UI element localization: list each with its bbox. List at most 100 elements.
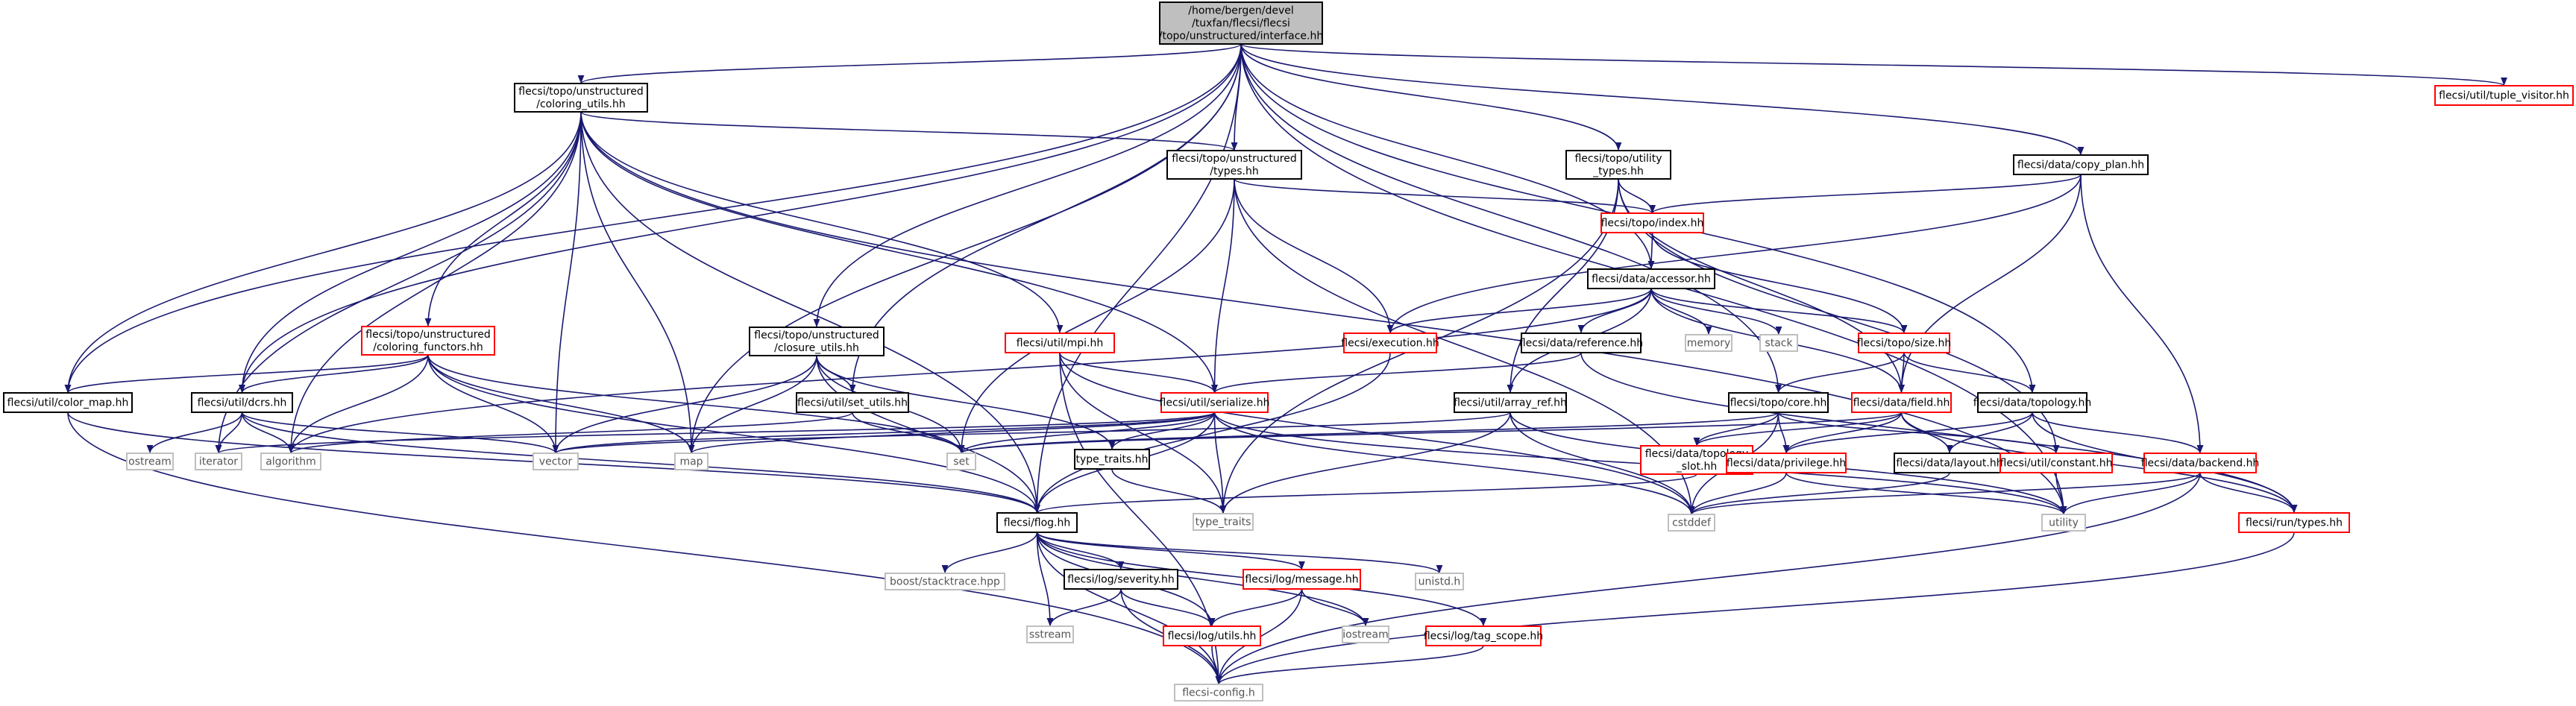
node-label-color_map-0: flecsi/util/color_map.hh bbox=[7, 397, 129, 409]
edge-severity-to-log_utils bbox=[1120, 588, 1216, 627]
node-privilege[interactable]: flecsi/data/privilege.hh bbox=[1726, 453, 1847, 473]
node-color_map[interactable]: flecsi/util/color_map.hh bbox=[3, 392, 133, 413]
node-box-field bbox=[1851, 392, 1952, 413]
node-set[interactable]: set bbox=[946, 453, 976, 470]
node-label-coloring_functors-1: /coloring_functors.hh bbox=[373, 341, 483, 353]
node-utility_types[interactable]: flecsi/topo/utility_types.hh bbox=[1565, 150, 1671, 180]
node-layer: /home/bergen/devel/tuxfan/flecsi/flecsi/… bbox=[3, 1, 2574, 702]
node-message[interactable]: flecsi/log/message.hh bbox=[1243, 569, 1361, 590]
edge-topo_size-to-topo_core bbox=[1775, 352, 1905, 394]
edge-topo_core-to-privilege bbox=[1777, 412, 1790, 454]
node-box-privilege bbox=[1726, 453, 1847, 473]
node-unstr_types[interactable]: flecsi/topo/unstructured/types.hh bbox=[1166, 150, 1302, 180]
node-box-log_utils bbox=[1163, 625, 1261, 646]
node-label-algorithm-0: algorithm bbox=[266, 456, 316, 468]
node-label-tag_scope-0: flecsi/log/tag_scope.hh bbox=[1424, 631, 1543, 643]
edge-closure_utils-to-map bbox=[688, 355, 817, 454]
node-utility[interactable]: utility bbox=[2041, 514, 2086, 532]
edge-flog-to-sstream bbox=[1036, 532, 1054, 627]
node-map[interactable]: map bbox=[674, 453, 709, 470]
node-run_types[interactable]: flecsi/run/types.hh bbox=[2238, 512, 2350, 533]
node-label-message-0: flecsi/log/message.hh bbox=[1245, 574, 1358, 586]
node-topo_core[interactable]: flecsi/topo/core.hh bbox=[1728, 392, 1829, 413]
node-box-set_utils bbox=[796, 392, 909, 413]
node-box-ostream bbox=[126, 453, 174, 470]
edge-topo_core-to-set bbox=[958, 412, 1779, 454]
node-data_topology[interactable]: flecsi/data/topology.hh bbox=[1973, 392, 2092, 413]
node-copy_plan[interactable]: flecsi/data/copy_plan.hh bbox=[2013, 154, 2149, 175]
node-label-flog-0: flecsi/flog.hh bbox=[1004, 517, 1071, 529]
edge-topo_index-to-topo_size bbox=[1651, 232, 1908, 334]
node-box-dcrs bbox=[191, 392, 293, 413]
node-iostream[interactable]: iostream bbox=[1342, 625, 1389, 643]
node-label-log_utils-0: flecsi/log/utils.hh bbox=[1168, 631, 1257, 643]
node-box-vector bbox=[533, 453, 579, 470]
node-sstream[interactable]: sstream bbox=[1026, 625, 1074, 643]
node-log_utils[interactable]: flecsi/log/utils.hh bbox=[1163, 625, 1261, 646]
node-iterator[interactable]: iterator bbox=[195, 453, 242, 470]
node-boost_stacktrace[interactable]: boost/stacktrace.hpp bbox=[885, 573, 1005, 590]
node-box-run_types bbox=[2238, 512, 2350, 533]
node-type_traits_hh[interactable]: type_traits.hh bbox=[1074, 449, 1150, 470]
node-label-stack-0: stack bbox=[1765, 338, 1793, 350]
node-flog[interactable]: flecsi/flog.hh bbox=[996, 512, 1078, 533]
edge-topo_size-to-field bbox=[1898, 352, 1905, 394]
node-constant[interactable]: flecsi/util/constant.hh bbox=[1999, 453, 2113, 473]
edge-coloring_utils-to-utility bbox=[580, 111, 2067, 515]
node-array_ref[interactable]: flecsi/util/array_ref.hh bbox=[1454, 392, 1567, 413]
node-execution[interactable]: flecsi/execution.hh bbox=[1341, 332, 1439, 353]
node-dcrs[interactable]: flecsi/util/dcrs.hh bbox=[191, 392, 293, 413]
node-algorithm[interactable]: algorithm bbox=[260, 453, 321, 470]
node-mpi[interactable]: flecsi/util/mpi.hh bbox=[1005, 332, 1115, 353]
node-topo_size[interactable]: flecsi/topo/size.hh bbox=[1857, 332, 1952, 353]
node-severity[interactable]: flecsi/log/severity.hh bbox=[1064, 569, 1178, 590]
node-cstddef[interactable]: cstddef bbox=[1668, 514, 1715, 532]
node-label-utility-0: utility bbox=[2049, 517, 2079, 529]
node-label-set_utils-0: flecsi/util/set_utils.hh bbox=[797, 397, 908, 409]
node-serialize[interactable]: flecsi/util/serialize.hh bbox=[1160, 392, 1270, 413]
node-layout[interactable]: flecsi/data/layout.hh bbox=[1894, 453, 2005, 473]
node-ostream[interactable]: ostream bbox=[126, 453, 174, 470]
edge-serialize-to-utility bbox=[1213, 412, 2067, 515]
node-accessor[interactable]: flecsi/data/accessor.hh bbox=[1587, 268, 1715, 289]
node-label-data_topology-0: flecsi/data/topology.hh bbox=[1973, 397, 2092, 409]
node-backend[interactable]: flecsi/data/backend.hh bbox=[2141, 453, 2260, 473]
node-flecsi_config[interactable]: flecsi-config.h bbox=[1174, 684, 1263, 702]
node-label-iterator-0: iterator bbox=[199, 456, 238, 468]
node-memory[interactable]: memory bbox=[1685, 334, 1732, 352]
node-label-mpi-0: flecsi/util/mpi.hh bbox=[1017, 338, 1104, 350]
edge-flog-to-message bbox=[1036, 532, 1305, 570]
node-vector[interactable]: vector bbox=[533, 453, 579, 470]
edge-backend-to-flecsi_config bbox=[1215, 472, 2201, 685]
node-label-topo_index-0: flecsi/topo/index.hh bbox=[1601, 218, 1704, 230]
node-coloring_functors[interactable]: flecsi/topo/unstructured/coloring_functo… bbox=[361, 326, 495, 356]
edge-coloring_utils-to-map bbox=[580, 111, 695, 454]
edge-coloring_utils-to-color_map bbox=[64, 111, 582, 394]
node-box-type_traits_hh bbox=[1074, 449, 1150, 470]
node-topo_index[interactable]: flecsi/topo/index.hh bbox=[1600, 212, 1704, 233]
node-field[interactable]: flecsi/data/field.hh bbox=[1851, 392, 1952, 413]
node-label-flecsi_config-0: flecsi-config.h bbox=[1182, 687, 1255, 699]
node-tuple_visitor[interactable]: flecsi/util/tuple_visitor.hh bbox=[2434, 85, 2574, 106]
edge-type_traits_hh-to-type_traits bbox=[1111, 468, 1227, 514]
edge-coloring_utils-to-coloring_functors bbox=[424, 111, 582, 327]
node-tag_scope[interactable]: flecsi/log/tag_scope.hh bbox=[1424, 625, 1543, 646]
node-unistd[interactable]: unistd.h bbox=[1415, 573, 1464, 590]
node-type_traits[interactable]: type_traits bbox=[1193, 513, 1254, 531]
node-label-coloring_functors-0: flecsi/topo/unstructured bbox=[365, 329, 490, 341]
node-stack[interactable]: stack bbox=[1759, 334, 1798, 352]
node-box-coloring_functors bbox=[361, 326, 495, 356]
node-closure_utils[interactable]: flecsi/topo/unstructured/closure_utils.h… bbox=[749, 327, 885, 356]
edge-flog-to-iostream bbox=[1036, 532, 1369, 627]
node-label-execution-0: flecsi/execution.hh bbox=[1341, 338, 1439, 350]
node-label-unistd-0: unistd.h bbox=[1419, 576, 1461, 588]
node-coloring_utils[interactable]: flecsi/topo/unstructured/coloring_utils.… bbox=[514, 83, 648, 113]
edge-serialize-to-type_traits_hh bbox=[1108, 412, 1216, 450]
node-reference[interactable]: flecsi/data/reference.hh bbox=[1519, 332, 1643, 353]
edge-coloring_utils-to-dcrs bbox=[239, 111, 582, 394]
node-root[interactable]: /home/bergen/devel/tuxfan/flecsi/flecsi/… bbox=[1159, 1, 1323, 45]
node-set_utils[interactable]: flecsi/util/set_utils.hh bbox=[796, 392, 909, 413]
edge-flog-to-severity bbox=[1036, 532, 1125, 570]
node-label-topology_slot-1: _slot.hh bbox=[1676, 461, 1717, 473]
node-box-mpi bbox=[1005, 332, 1115, 353]
